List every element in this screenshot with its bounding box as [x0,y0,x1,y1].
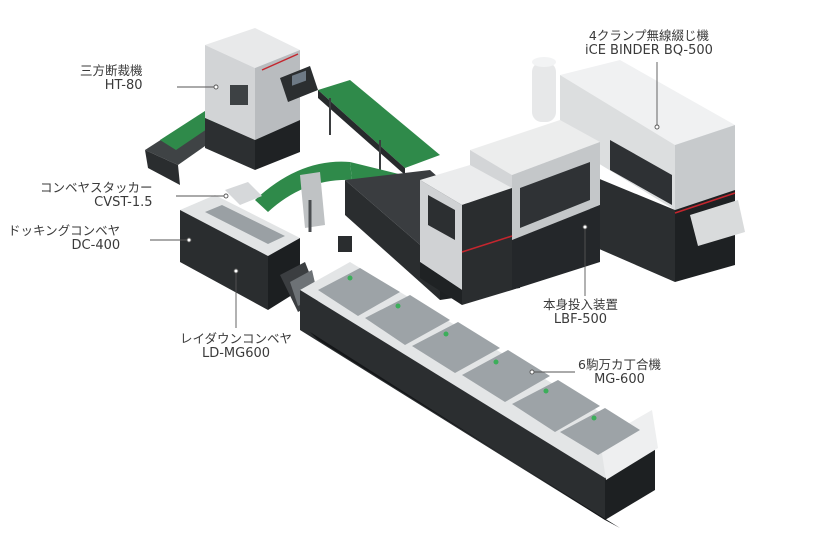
label-laydown-en: LD-MG600 [201,346,271,362]
label-trimmer-en: HT-80 [104,78,143,94]
label-feeder: 本身投入装置 LBF-500 [543,297,618,328]
label-docking: ドッキングコンベヤ DC-400 [8,223,120,254]
label-gatherer-en: MG-600 [594,372,645,388]
trimmer-machine [145,28,318,185]
label-binder: 4クランプ無線綴じ機 iCE BINDER BQ-500 [585,28,713,59]
perfect-binder [420,57,745,305]
label-docking-jp: ドッキングコンベヤ [8,223,121,238]
label-feeder-jp: 本身投入装置 [543,297,619,312]
docking-conveyor [180,182,300,310]
leader-lines [150,62,660,375]
label-docking-en: DC-400 [71,238,121,254]
label-feeder-en: LBF-500 [553,312,608,328]
connecting-conveyor [255,80,440,232]
label-laydown-jp: レイダウンコンベヤ [180,331,293,346]
label-trimmer-jp: 三方断裁機 [80,63,143,78]
label-stacker: コンベヤスタッカー CVST-1.5 [40,180,153,211]
label-binder-en: iCE BINDER BQ-500 [585,43,713,59]
label-stacker-en: CVST-1.5 [94,195,153,211]
label-trimmer: 三方断裁機 HT-80 [80,63,143,94]
label-binder-jp: 4クランプ無線綴じ機 [588,28,709,43]
gathering-machine [300,262,658,528]
label-stacker-jp: コンベヤスタッカー [40,180,153,195]
label-laydown: レイダウンコンベヤ LD-MG600 [180,331,292,362]
label-gatherer: 6駒万カ丁合機 MG-600 [578,357,661,388]
label-gatherer-jp: 6駒万カ丁合機 [578,357,661,372]
